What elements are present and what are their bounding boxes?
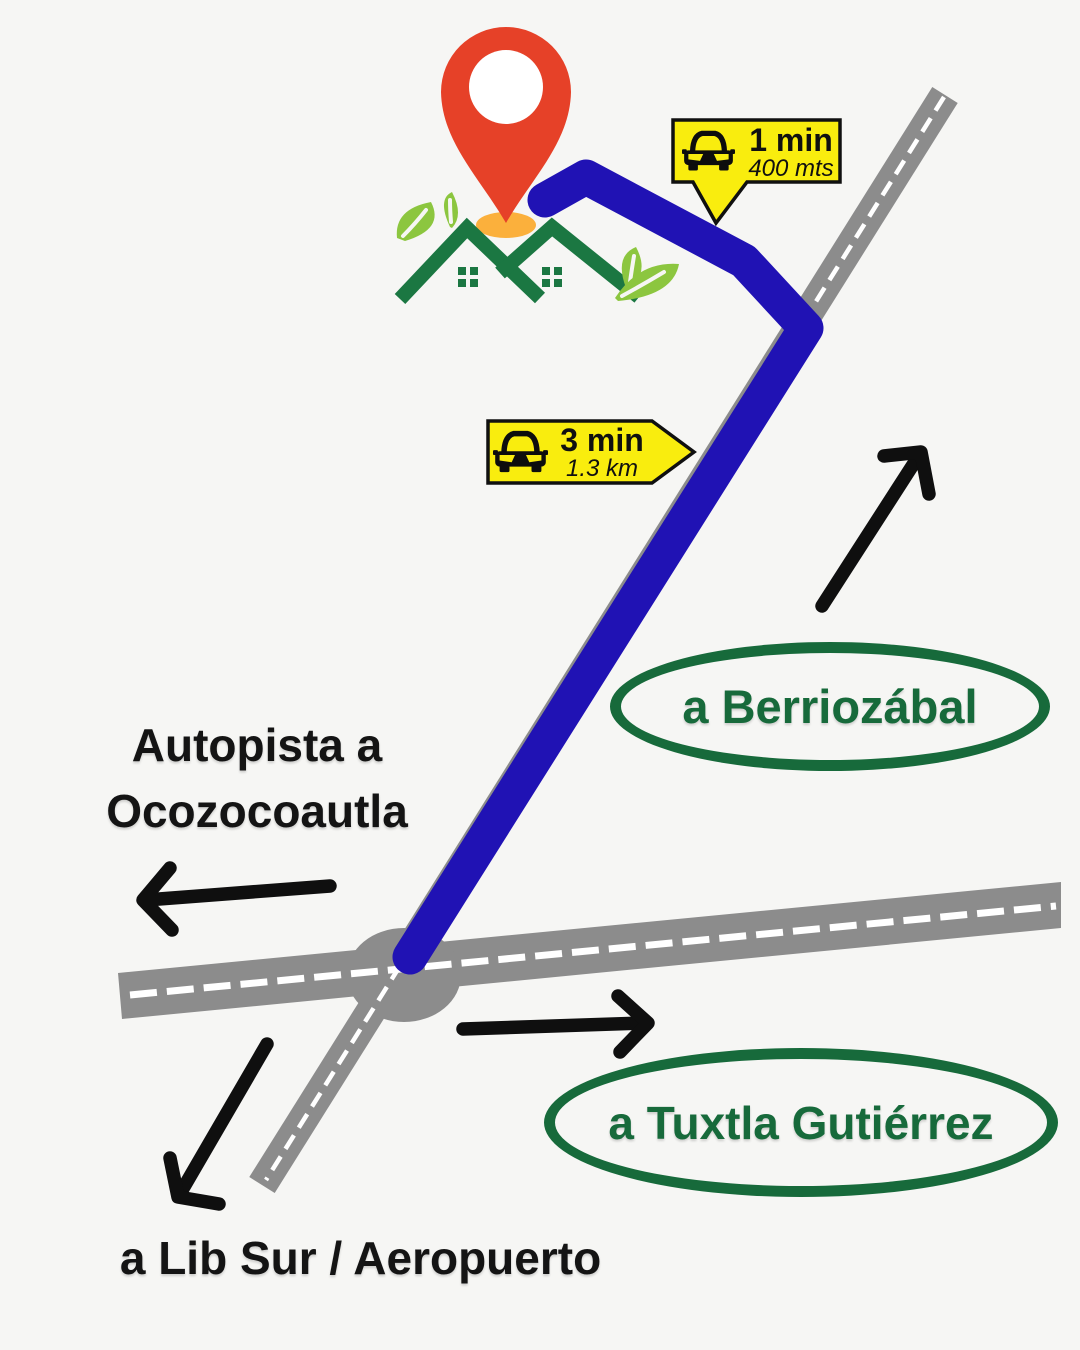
oval-tuxtla-gutierrez: a Tuxtla Gutiérrez: [544, 1048, 1058, 1197]
house-logo-icon: [394, 217, 644, 304]
pin-shadow: [476, 212, 536, 238]
label-autopista-line2: Ocozocoautla: [106, 785, 408, 837]
leaf-icon-left: [396, 192, 458, 241]
oval-berriozabal: a Berriozábal: [610, 642, 1050, 771]
label-autopista-ocozocoautla: Autopista a Ocozocoautla: [62, 712, 452, 844]
arrow-berriozabal-upright: [815, 445, 936, 613]
badge-3min-distance: 1.3 km: [565, 454, 639, 482]
arrow-tuxtla-right: [456, 989, 655, 1059]
badge-3min: [486, 419, 697, 485]
badge-3min-text: 3 min 1.3 km: [551, 424, 653, 482]
label-berriozabal: a Berriozábal: [682, 680, 978, 733]
house-window-left: [458, 267, 478, 287]
location-pin-icon: [441, 27, 571, 223]
lane-dashes-horizontal: [129, 902, 1057, 999]
badge-1min-text: 1 min 400 mts: [741, 124, 841, 182]
arrow-autopista-left: [136, 861, 337, 937]
badge-1min: [671, 118, 842, 227]
arrow-libsur-downleft: [163, 1037, 274, 1211]
badge-3min-time: 3 min: [560, 422, 644, 458]
leaf-icon-right: [615, 247, 679, 301]
badge-1min-time: 1 min: [749, 122, 833, 158]
label-tuxtla-gutierrez: a Tuxtla Gutiérrez: [608, 1096, 994, 1149]
label-autopista-line1: Autopista a: [131, 719, 383, 771]
badge-1min-distance: 400 mts: [748, 154, 834, 182]
route-line: [392, 159, 824, 975]
house-window-right: [542, 267, 562, 287]
label-lib-sur-aeropuerto: a Lib Sur / Aeropuerto: [119, 1232, 602, 1284]
